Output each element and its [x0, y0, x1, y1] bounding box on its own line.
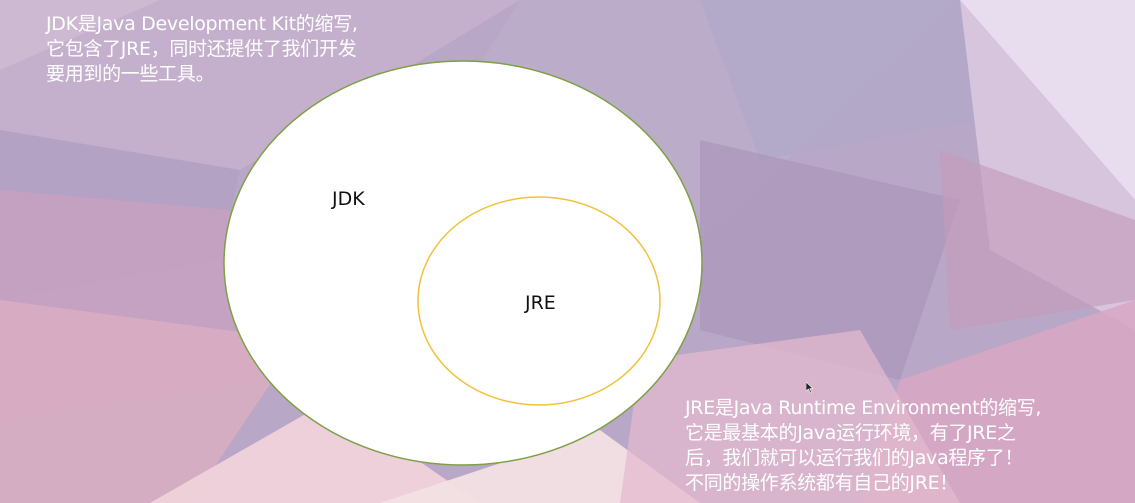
jre-label: JRE: [525, 292, 556, 314]
jre-note-line: 它是最基本的Java运行环境，有了JRE之: [685, 422, 1016, 444]
jre-note-line: JRE是Java Runtime Environment的缩写,: [685, 397, 1042, 419]
jdk-note-line: JDK是Java Development Kit的缩写,: [46, 13, 358, 35]
jre-note-line: 不同的操作系统都有自己的JRE！: [685, 472, 959, 494]
jre-ellipse: [417, 196, 661, 406]
jdk-description-note: JDK是Java Development Kit的缩写, 它包含了JRE，同时还…: [46, 12, 358, 87]
jre-description-note: JRE是Java Runtime Environment的缩写, 它是最基本的J…: [685, 396, 1041, 496]
jre-note-line: 后，我们就可以运行我们的Java程序了！: [685, 447, 1024, 469]
jdk-note-line: 要用到的一些工具。: [46, 63, 215, 85]
jdk-note-line: 它包含了JRE，同时还提供了我们开发: [46, 38, 357, 60]
jdk-label: JDK: [332, 188, 365, 210]
